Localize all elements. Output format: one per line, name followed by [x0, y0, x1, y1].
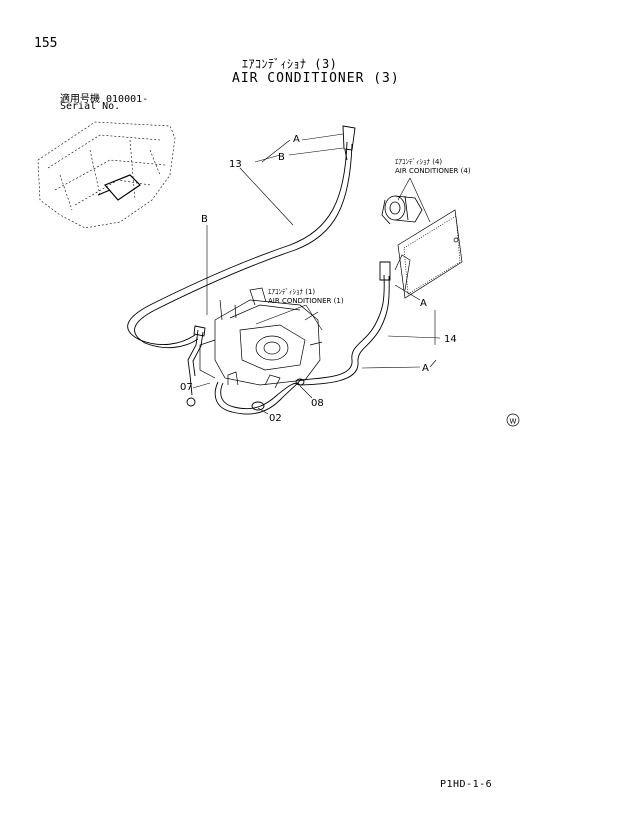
callout-14: 14	[444, 334, 457, 345]
title-japanese: ｴｱｺﾝﾃﾞｨｼｮﾅ (3)	[242, 57, 338, 71]
callout-13: 13	[229, 159, 242, 170]
callout-b-top: B	[278, 152, 285, 163]
page-title: AIR CONDITIONER (3)	[232, 71, 400, 86]
ref-air-conditioner-1: AIR CONDITIONER (1)	[268, 297, 344, 305]
serial-label: Serial No.	[60, 101, 121, 112]
callout-b-left: B	[201, 214, 208, 225]
hose-13	[127, 125, 356, 349]
callout-a-right-lower: A	[422, 363, 429, 374]
w-mark: W	[506, 413, 520, 427]
hose-left-connector	[186, 325, 206, 407]
air-conditioner-unit-1	[199, 287, 323, 389]
machine-overview-thumbnail	[37, 121, 176, 229]
callout-07: 07	[180, 382, 193, 393]
svg-text:W: W	[510, 418, 517, 426]
ref-air-conditioner-4: AIR CONDITIONER (4)	[395, 167, 471, 175]
callout-08: 08	[311, 398, 324, 409]
leader-lines	[192, 133, 441, 415]
ref-air-conditioner-1-jp: ｴｱｺﾝﾃﾞｨｼｮﾅ (1)	[268, 288, 315, 296]
footer-code: P1HD-1-6	[440, 779, 493, 790]
callout-a-right-upper: A	[420, 298, 427, 309]
callout-a-top: A	[293, 134, 300, 145]
compressor-unit	[381, 195, 423, 225]
hose-lower	[214, 378, 305, 415]
callout-02: 02	[269, 413, 282, 424]
ref-air-conditioner-4-jp: ｴｱｺﾝﾃﾞｨｼｮﾅ (4)	[395, 158, 442, 166]
page-number: 155	[34, 36, 58, 51]
hose-14	[299, 261, 391, 386]
serial-label-japanese: 適用号機 010001-	[60, 94, 149, 105]
condenser-panel	[394, 209, 463, 299]
